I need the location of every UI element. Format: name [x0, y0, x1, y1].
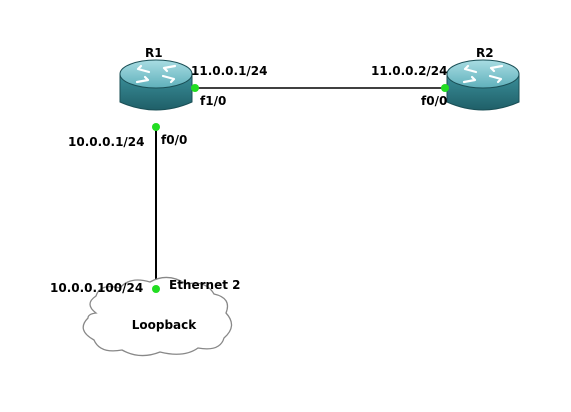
port-cloud-ethernet-2[interactable]	[152, 285, 160, 293]
cloud-ip: 10.0.0.100/24	[50, 281, 143, 295]
router-arrows-icon	[462, 64, 504, 84]
router-r2-name: R2	[476, 46, 494, 60]
r1-f1-0-ip: 11.0.0.1/24	[191, 64, 268, 78]
r1-f0-0-ip: 10.0.0.1/24	[68, 135, 145, 149]
router-r2[interactable]	[446, 59, 520, 111]
cloud-loopback[interactable]	[82, 276, 233, 357]
r2-f0-0-ip: 11.0.0.2/24	[371, 64, 448, 78]
r1-f1-0-if: f1/0	[200, 94, 226, 108]
cloud-label: Loopback	[132, 318, 198, 332]
router-r1[interactable]	[119, 59, 193, 111]
router-arrows-icon	[135, 64, 177, 84]
router-r1-name: R1	[145, 46, 163, 60]
r2-f0-0-if: f0/0	[421, 94, 447, 108]
port-r1-f0-0[interactable]	[152, 123, 160, 131]
cloud-if: Ethernet 2	[169, 278, 240, 292]
r1-f0-0-if: f0/0	[161, 133, 187, 147]
port-r1-f1-0[interactable]	[191, 84, 199, 92]
port-r2-f0-0[interactable]	[441, 84, 449, 92]
